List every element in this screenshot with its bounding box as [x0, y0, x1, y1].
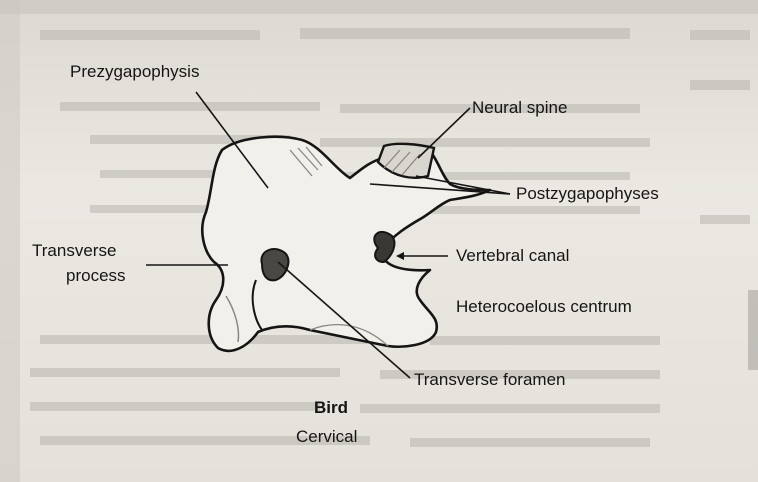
label-transverse-process-1: Transverse: [32, 241, 116, 261]
label-transverse-foramen: Transverse foramen: [414, 370, 565, 390]
label-neural-spine: Neural spine: [472, 98, 567, 118]
label-prezygapophysis: Prezygapophysis: [70, 62, 199, 82]
vertebra-outline: [202, 137, 490, 351]
label-vertebral-canal: Vertebral canal: [456, 246, 569, 266]
caption-title: Bird: [314, 398, 348, 418]
caption-subtitle: Cervical: [296, 427, 357, 447]
label-postzygapophyses: Postzygapophyses: [516, 184, 659, 204]
label-transverse-process-2: process: [66, 266, 126, 286]
label-heterocoelous-centrum: Heterocoelous centrum: [456, 297, 632, 317]
vertebral-canal-shape: [374, 232, 394, 262]
